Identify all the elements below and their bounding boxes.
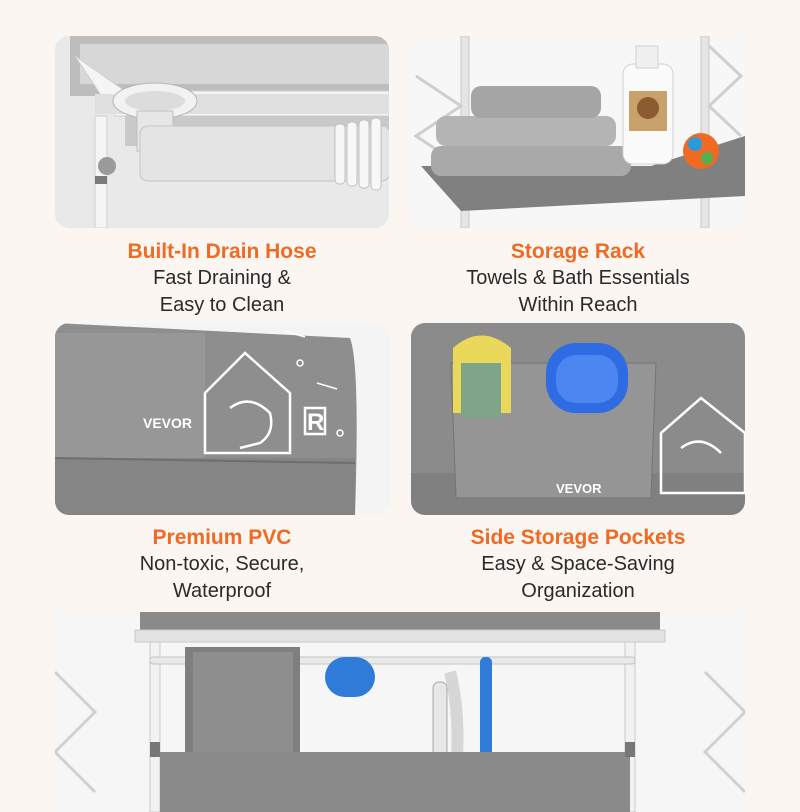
feature-caption-side-pockets: Side Storage Pockets Easy & Space-Saving… — [411, 524, 745, 605]
feature-description-line: Within Reach — [518, 294, 638, 316]
drain-hose-image — [55, 36, 389, 228]
feature-description-line: Non-toxic, Secure, — [139, 553, 305, 575]
feature-description-line: Easy to Clean — [159, 294, 285, 316]
brand-logo-text: VEVOR — [556, 481, 602, 496]
accessory-bar-image — [55, 612, 745, 812]
feature-title: Storage Rack — [510, 240, 646, 263]
feature-caption-premium-pvc: Premium PVC Non-toxic, Secure, Waterproo… — [55, 524, 389, 605]
brand-logo-text: VEVOR — [143, 415, 193, 431]
feature-description-line: Fast Draining & — [153, 267, 291, 289]
feature-description-line: Waterproof — [172, 580, 272, 602]
feature-description-line: Easy & Space-Saving — [481, 553, 675, 575]
brand-letter: R — [307, 409, 325, 436]
feature-description-line: Towels & Bath Essentials — [466, 267, 690, 289]
feature-caption-storage-rack: Storage Rack Towels & Bath Essentials Wi… — [411, 238, 745, 319]
premium-pvc-image: VEVOR R — [55, 323, 389, 515]
feature-title: Premium PVC — [152, 526, 292, 549]
storage-rack-image — [411, 36, 745, 228]
feature-caption-drain-hose: Built-In Drain Hose Fast Draining & Easy… — [55, 238, 389, 319]
feature-title: Side Storage Pockets — [470, 526, 686, 549]
side-pockets-image: VEVOR — [411, 323, 745, 515]
feature-description-line: Organization — [521, 580, 635, 602]
feature-title: Built-In Drain Hose — [127, 240, 317, 263]
